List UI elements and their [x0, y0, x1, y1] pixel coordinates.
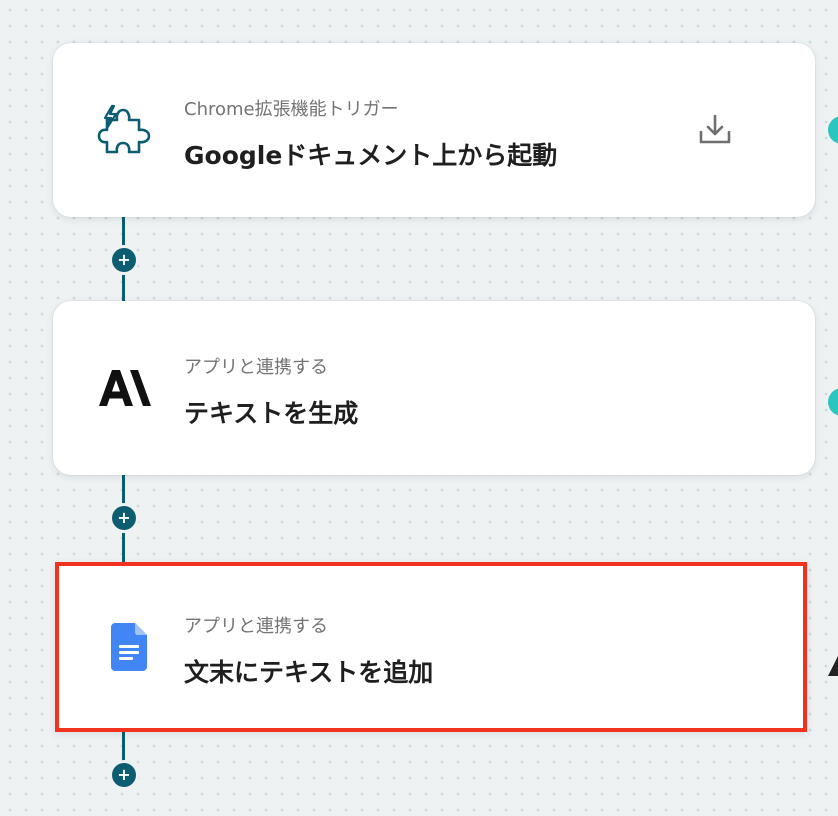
add-step-button[interactable]: +	[112, 248, 136, 272]
add-step-button[interactable]: +	[112, 506, 136, 530]
download-icon[interactable]	[695, 110, 735, 150]
step-type-label: アプリと連携する	[184, 357, 328, 378]
status-indicator-dot	[828, 388, 838, 416]
google-docs-icon	[97, 615, 161, 679]
flow-step-append-text-card[interactable]: アプリと連携する 文末にテキストを追加	[55, 562, 807, 732]
warning-icon	[828, 656, 838, 678]
status-indicator-dot	[828, 116, 838, 144]
step-type-label: アプリと連携する	[184, 616, 328, 637]
flow-step-trigger-card[interactable]: Chrome拡張機能トリガー Googleドキュメント上から起動	[53, 43, 815, 217]
step-title: 文末にテキストを追加	[184, 658, 434, 687]
step-type-label: Chrome拡張機能トリガー	[184, 99, 399, 120]
chrome-extension-puzzle-icon	[93, 98, 157, 162]
step-title: テキストを生成	[184, 399, 359, 428]
add-step-button[interactable]: +	[112, 763, 136, 787]
flow-step-generate-text-card[interactable]: アプリと連携する テキストを生成	[53, 301, 815, 475]
step-title: Googleドキュメント上から起動	[184, 141, 558, 170]
connector-line	[122, 732, 125, 776]
anthropic-logo-icon	[93, 356, 157, 420]
